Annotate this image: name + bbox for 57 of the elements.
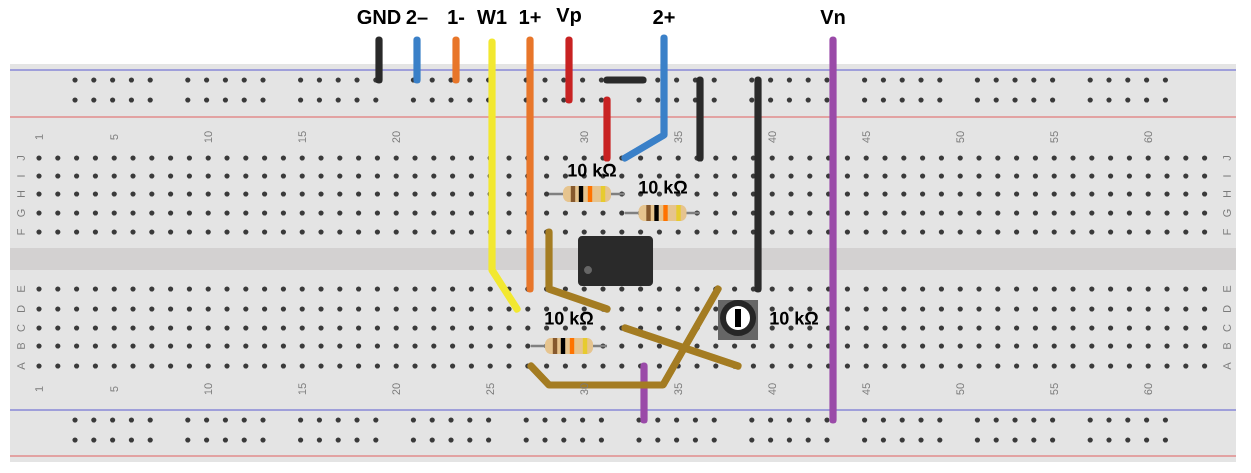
column-number: 20 [392, 383, 401, 395]
column-number: 15 [298, 131, 307, 143]
resistor-value: 10 kΩ [545, 311, 593, 325]
row-letter: E [17, 285, 25, 292]
column-number: 5 [110, 134, 119, 140]
column-number: 1 [35, 386, 43, 392]
wire-label: Vn [820, 10, 845, 24]
row-letter: H [17, 190, 25, 198]
row-letter: J [17, 156, 25, 161]
column-number: 50 [956, 131, 965, 143]
row-letter: B [17, 342, 25, 349]
row-letter: G [1223, 209, 1231, 217]
column-number: 10 [204, 131, 213, 143]
wire-label: 1- [448, 10, 465, 24]
row-letter: I [17, 175, 25, 177]
row-letter: D [17, 305, 25, 313]
column-number: 35 [674, 131, 683, 143]
wire-label: GND [357, 9, 401, 25]
row-letter: G [17, 209, 25, 217]
column-number: 15 [298, 383, 307, 395]
row-letter: I [1223, 175, 1231, 177]
wire-label: 1+ [519, 10, 541, 24]
column-number: 20 [392, 131, 401, 143]
column-number: 40 [768, 131, 777, 143]
wire-label: 2– [406, 10, 428, 24]
wire-label: 2+ [653, 10, 675, 24]
column-number: 45 [862, 383, 871, 395]
wire-label: W1 [477, 10, 507, 24]
resistor-value: 10 kΩ [770, 311, 818, 325]
column-number: 60 [1144, 131, 1153, 143]
row-letter: C [17, 324, 25, 332]
column-number: 1 [35, 134, 43, 140]
column-number: 5 [110, 386, 119, 392]
resistor-value: 10 kΩ [639, 180, 687, 194]
row-letter: E [1223, 285, 1231, 292]
column-number: 55 [1050, 131, 1059, 143]
row-letter: A [1223, 362, 1231, 370]
row-letter: A [17, 362, 25, 370]
row-letter: F [1223, 229, 1231, 235]
column-number: 25 [486, 383, 495, 395]
row-letter: F [17, 229, 25, 235]
column-number: 30 [580, 383, 589, 395]
column-number: 40 [768, 383, 777, 395]
row-letter: H [1223, 190, 1231, 198]
column-number: 10 [204, 383, 213, 395]
wire-label: Vp [556, 8, 581, 26]
column-number: 60 [1144, 383, 1153, 395]
column-number: 50 [956, 383, 965, 395]
row-letter: B [1223, 342, 1231, 349]
row-letter: J [1223, 156, 1231, 161]
row-letter: C [1223, 324, 1231, 332]
column-number: 30 [580, 131, 589, 143]
column-number: 55 [1050, 383, 1059, 395]
row-letter: D [1223, 305, 1231, 313]
resistor-value: 10 kΩ [568, 163, 616, 177]
column-number: 45 [862, 131, 871, 143]
column-number: 35 [674, 383, 683, 395]
